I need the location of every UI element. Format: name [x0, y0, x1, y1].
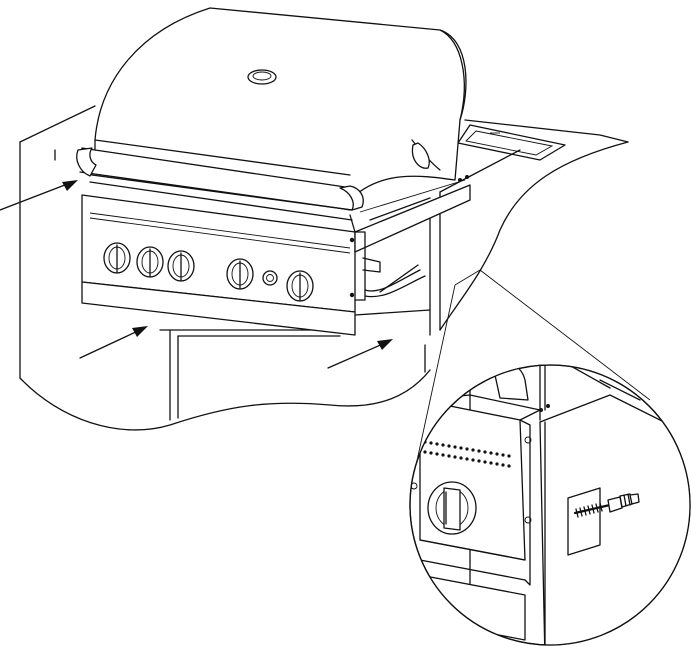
pointer-arrows	[0, 180, 393, 369]
arrow-handle-left	[0, 180, 78, 211]
grill-hood	[76, 7, 467, 211]
detail-inset	[409, 364, 691, 646]
vent-holes	[423, 440, 511, 468]
detail-leader-lines	[414, 269, 651, 471]
counter-side-panel	[457, 124, 566, 161]
arrow-lower-right	[327, 339, 393, 369]
gas-inlet-opening	[567, 487, 601, 556]
burner-knob-1-icon	[103, 242, 131, 274]
grill-body	[81, 175, 471, 336]
island-enclosure	[19, 105, 629, 431]
gas-fitting-icon	[573, 493, 640, 518]
burner-knob-3-icon	[167, 250, 195, 282]
arrow-lower-left	[79, 326, 148, 359]
burner-knob-4-icon	[226, 258, 254, 290]
burner-knob-5-icon	[286, 270, 314, 302]
detail-knob-icon	[427, 481, 477, 535]
burner-knob-2-icon	[136, 246, 164, 278]
ignition-button-icon	[262, 270, 278, 286]
gas-hose	[364, 269, 421, 292]
